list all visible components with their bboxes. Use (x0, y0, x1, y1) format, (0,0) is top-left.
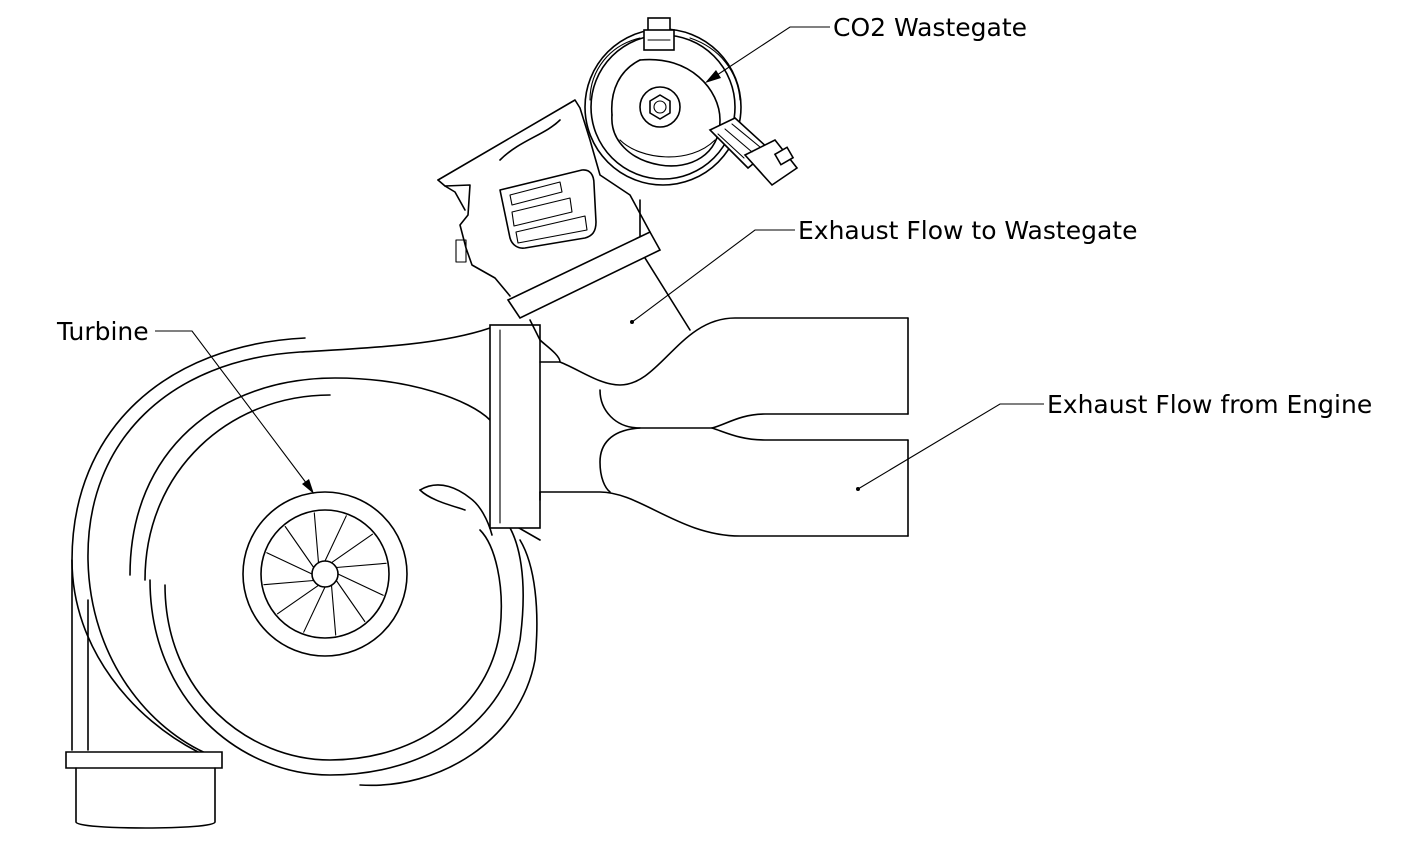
turbine-blade (335, 579, 366, 623)
leader-turbine (155, 330, 311, 489)
logo-plate (499, 169, 597, 249)
wastegate-body (437, 17, 799, 320)
turbine-blade (303, 586, 326, 633)
leader-exhaust-to-wastegate (631, 229, 795, 323)
turbine-blade (335, 562, 387, 569)
turbine-blade (330, 584, 337, 636)
leader-exhaust-from-engine (857, 403, 1044, 490)
turbine-blade (330, 533, 374, 564)
turbine-blade (266, 552, 313, 575)
turbine-blade (263, 579, 315, 586)
dot-exhaust-to-wastegate (630, 320, 634, 324)
side-connector (708, 117, 799, 187)
leader-co2-wastegate (710, 26, 830, 80)
arrow-co2-wastegate (705, 70, 721, 83)
label-co2-wastegate: CO2 Wastegate (833, 13, 1027, 42)
turbine-housing (65, 327, 541, 829)
turbine-blade (313, 512, 320, 564)
label-turbine: Turbine (56, 317, 149, 346)
turbine-blade (284, 525, 315, 569)
label-exhaust-from-engine: Exhaust Flow from Engine (1047, 390, 1372, 419)
dot-exhaust-from-engine (856, 487, 860, 491)
turbine-wheel (242, 491, 408, 657)
turbine-blade (337, 573, 384, 596)
arrow-turbine (302, 479, 314, 494)
turbine-blade (276, 584, 320, 615)
valve-head (584, 17, 742, 186)
label-exhaust-to-wastegate: Exhaust Flow to Wastegate (798, 216, 1137, 245)
exhaust-manifold (539, 317, 909, 537)
leader-lines (155, 26, 1044, 494)
turbine-inlet-flange (489, 324, 541, 529)
turbine-blade (324, 515, 347, 562)
